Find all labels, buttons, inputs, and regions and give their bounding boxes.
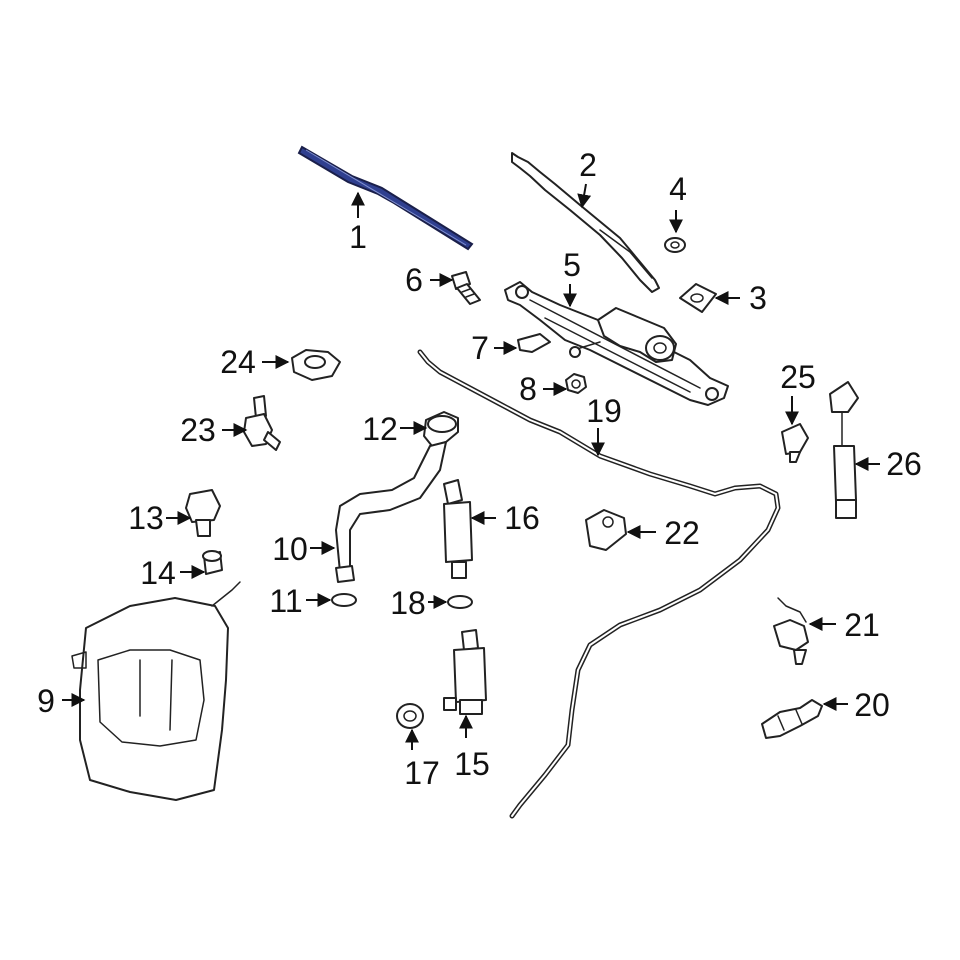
callout-6: 6 [405, 262, 423, 298]
electrical-connector-part[interactable] [185, 489, 221, 537]
callout-17: 17 [404, 755, 440, 791]
callout-2: 2 [579, 147, 597, 183]
callout-5: 5 [563, 247, 581, 283]
callout-15: 15 [454, 746, 490, 782]
callout-1: 1 [349, 219, 367, 255]
nozzle-fitting-part[interactable] [243, 395, 281, 451]
o-ring-pump-part[interactable] [447, 595, 473, 609]
wiper-blade-part[interactable] [297, 145, 474, 251]
o-ring-small-part[interactable] [331, 593, 357, 607]
drain-plug-part[interactable] [202, 550, 223, 575]
elbow-connector-part[interactable] [423, 411, 459, 447]
callout-22: 22 [664, 515, 700, 551]
washer-reservoir-part[interactable] [71, 581, 241, 801]
callout-4: 4 [669, 171, 687, 207]
hex-nut-part[interactable] [565, 373, 587, 394]
pivot-cap-part[interactable] [679, 283, 717, 313]
callout-16: 16 [504, 500, 540, 536]
linkage-clip-part[interactable] [517, 333, 551, 353]
callout-12: 12 [362, 411, 398, 447]
washer-ring-part[interactable] [664, 237, 686, 253]
mounting-bolt-part[interactable] [451, 271, 481, 305]
callout-7: 7 [471, 330, 489, 366]
leader-lines [62, 183, 880, 750]
grommet-part[interactable] [291, 349, 341, 381]
callout-25: 25 [780, 359, 816, 395]
callout-labels: 1 2 4 3 5 6 7 8 24 23 12 19 25 26 13 16 … [37, 147, 922, 791]
callout-13: 13 [128, 500, 164, 536]
callout-8: 8 [519, 371, 537, 407]
callout-18: 18 [390, 585, 426, 621]
callout-11: 11 [269, 583, 302, 619]
callout-14: 14 [140, 555, 176, 591]
hose-clip-part[interactable] [773, 597, 809, 665]
washer-jet-part[interactable] [781, 423, 809, 463]
callout-24: 24 [220, 344, 256, 380]
washer-pump-rear-part[interactable] [443, 629, 487, 715]
pump-grommet-part[interactable] [396, 703, 424, 729]
filler-neck-part[interactable] [335, 441, 447, 583]
callout-3: 3 [749, 280, 767, 316]
washer-pump-front-part[interactable] [443, 479, 473, 579]
washer-hose-part[interactable] [417, 349, 781, 819]
callout-10: 10 [272, 531, 308, 567]
hose-connector-part[interactable] [761, 699, 823, 739]
wiper-linkage-motor-part[interactable] [504, 281, 729, 406]
wiper-arm-part[interactable] [511, 152, 660, 293]
callout-26: 26 [886, 446, 922, 482]
callout-21: 21 [844, 607, 880, 643]
heated-nozzle-part[interactable] [829, 381, 859, 519]
callout-20: 20 [854, 687, 890, 723]
callout-9: 9 [37, 683, 55, 719]
callout-23: 23 [180, 412, 216, 448]
hose-bracket-part[interactable] [585, 509, 627, 551]
callout-19: 19 [586, 393, 622, 429]
